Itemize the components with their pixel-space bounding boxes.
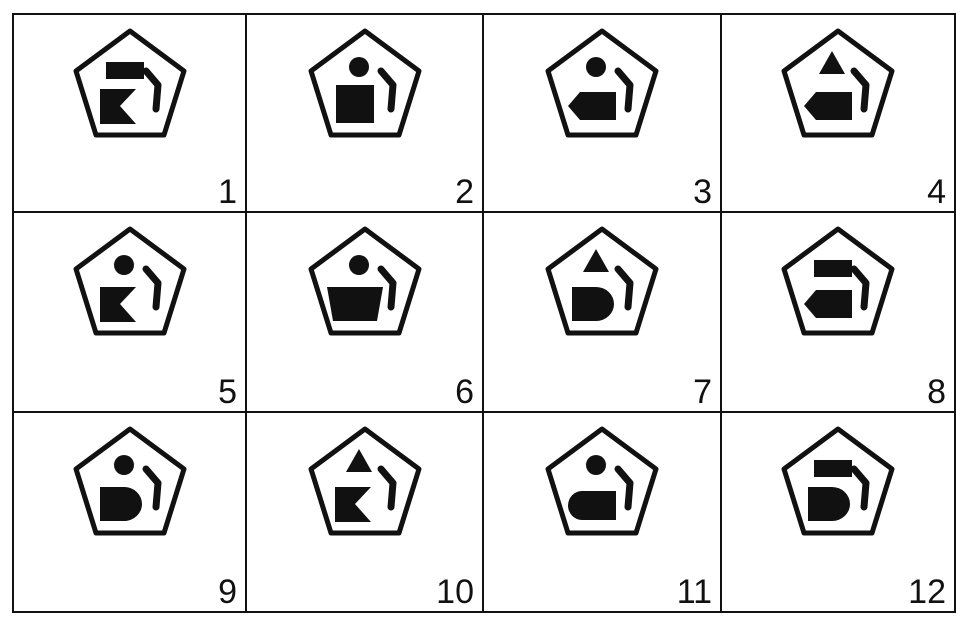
circle-shape (586, 57, 606, 77)
square-shape (336, 85, 374, 123)
circle-shape (114, 455, 134, 475)
arm-stroke (854, 269, 866, 307)
triangle-shape (819, 51, 845, 74)
trapezoid-shape (327, 287, 383, 321)
arm-stroke (146, 71, 158, 109)
figure-cell: 9 (12, 413, 247, 613)
figure-cell: 3 (484, 13, 722, 213)
figure-cell: 4 (722, 13, 956, 213)
pointed-block-shape (804, 290, 852, 318)
circle-shape (349, 255, 369, 275)
notched-block-shape (100, 287, 136, 322)
notched-block-shape (100, 89, 136, 124)
figure-cell: 1 (12, 13, 247, 213)
cell-number: 11 (677, 575, 712, 609)
figure-cell: 11 (484, 413, 722, 613)
triangle-shape (583, 249, 609, 272)
circle-shape (114, 255, 134, 275)
cell-number: 3 (693, 175, 712, 209)
arm-stroke (854, 469, 866, 507)
grid-spacer (12, 0, 247, 13)
cell-number: 7 (693, 375, 712, 409)
arm-stroke (618, 269, 630, 307)
arm-stroke (618, 71, 630, 109)
pentagon-figure (778, 27, 898, 147)
cell-number: 10 (436, 575, 474, 609)
arm-stroke (146, 469, 158, 507)
cell-number: 9 (218, 575, 237, 609)
pentagon-figure (305, 225, 425, 345)
figure-cell: 6 (247, 213, 484, 413)
pentagon-figure (305, 425, 425, 545)
pentagon-figure (542, 27, 662, 147)
arm-stroke (854, 71, 866, 109)
grid-spacer (0, 13, 12, 213)
pentagon-figure (542, 425, 662, 545)
grid-spacer (0, 213, 12, 413)
cell-number: 1 (218, 175, 237, 209)
figure-cell: 5 (12, 213, 247, 413)
figure-cell: 8 (722, 213, 956, 413)
arm-stroke (381, 71, 393, 109)
pentagon-figure (778, 225, 898, 345)
d-shape (100, 487, 142, 521)
figure-cell: 12 (722, 413, 956, 613)
triangle-shape (346, 449, 372, 472)
grid-spacer (484, 0, 722, 13)
figure-cell: 2 (247, 13, 484, 213)
figure-cell: 7 (484, 213, 722, 413)
pointed-block-shape (804, 92, 852, 120)
grid-spacer (247, 0, 484, 13)
circle-shape (349, 57, 369, 77)
pentagon-figure (305, 27, 425, 147)
cell-number: 8 (927, 375, 946, 409)
d-shape (808, 487, 850, 521)
rounded-block-shape (568, 491, 616, 520)
cell-number: 6 (455, 375, 474, 409)
grid-spacer (722, 0, 956, 13)
cell-number: 5 (218, 375, 237, 409)
grid-spacer (0, 0, 12, 13)
circle-shape (586, 455, 606, 475)
pentagon-figure (542, 225, 662, 345)
figure-cell: 10 (247, 413, 484, 613)
cell-number: 4 (927, 175, 946, 209)
pentagon-figure (70, 425, 190, 545)
d-shape (572, 287, 614, 321)
grid-spacer (0, 413, 12, 613)
cell-number: 12 (908, 575, 946, 609)
pointed-block-shape (568, 92, 616, 120)
rectangle-shape (106, 62, 144, 79)
pentagon-figure (70, 27, 190, 147)
arm-stroke (618, 469, 630, 507)
cell-number: 2 (455, 175, 474, 209)
rectangle-shape (814, 260, 852, 277)
pentagon-figure (778, 425, 898, 545)
rectangle-shape (814, 460, 852, 477)
notched-block-shape (335, 487, 371, 522)
pentagon-figure (70, 225, 190, 345)
arm-stroke (381, 469, 393, 507)
arm-stroke (146, 269, 158, 307)
